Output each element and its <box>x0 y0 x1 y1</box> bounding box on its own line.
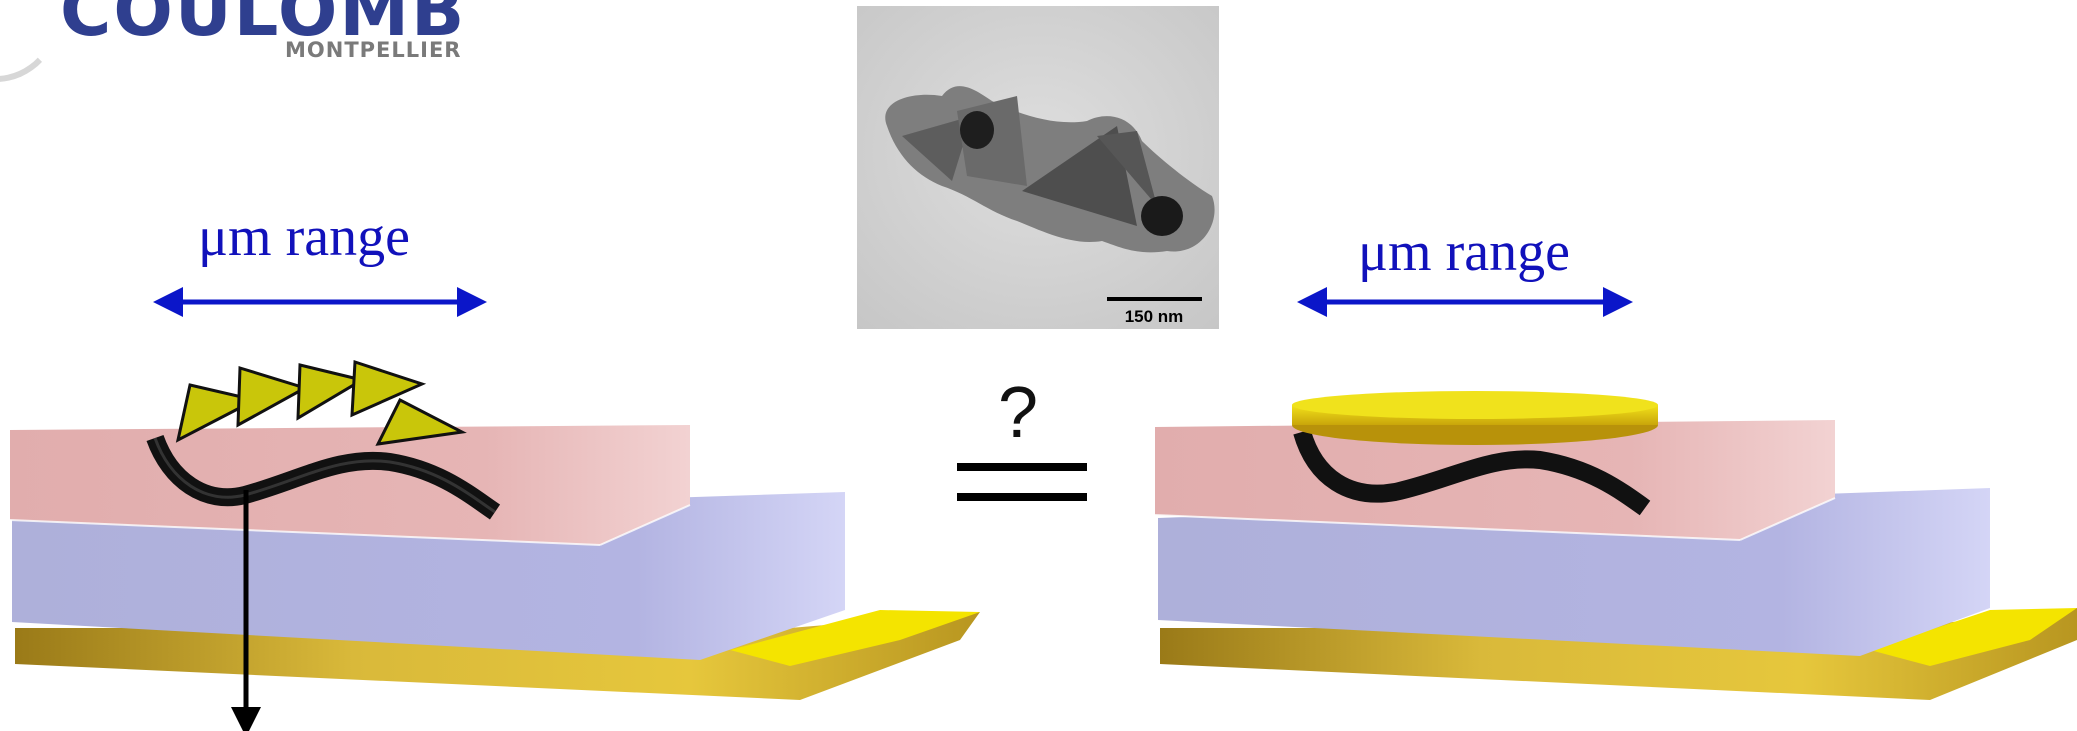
prism-triangle-5 <box>375 397 467 446</box>
dark-particle-1 <box>960 111 994 149</box>
right-gold-disc <box>1292 391 1658 445</box>
dark-particle-2 <box>1141 196 1183 236</box>
equals-sign <box>957 463 1087 501</box>
prism-triangle-4 <box>350 359 427 418</box>
logo-title: COULOMB <box>60 0 467 52</box>
coulomb-logo: COULOMB MONTPELLIER <box>0 0 520 82</box>
question-mark: ? <box>998 373 1039 453</box>
prism-triangle-1 <box>175 383 260 443</box>
left-nanoprisms <box>175 359 467 446</box>
prism-3 <box>1022 126 1137 226</box>
prism-triangle-2 <box>236 365 309 428</box>
right-device <box>1154 287 2077 700</box>
left-gold-bright-face <box>730 610 980 666</box>
left-device <box>9 287 980 731</box>
tem-image: 150 nm <box>857 6 1219 329</box>
scale-bar-label: 150 nm <box>1125 307 1184 326</box>
prism-4 <box>1097 131 1157 206</box>
right-gold-bright-face <box>1870 608 2077 666</box>
tem-micrograph: 150 nm <box>857 6 1219 329</box>
logo-subtitle: MONTPELLIER <box>285 38 462 62</box>
prism-triangle-3 <box>296 363 366 421</box>
prism-1 <box>902 116 972 181</box>
right-range-label: μm range <box>1358 221 1570 283</box>
left-range-label: μm range <box>198 206 410 268</box>
left-pink-layer <box>10 425 690 545</box>
right-molecule <box>1293 429 1651 516</box>
left-blue-layer <box>12 492 845 660</box>
right-pink-layer <box>1155 420 1835 540</box>
right-blue-layer <box>1158 488 1990 656</box>
